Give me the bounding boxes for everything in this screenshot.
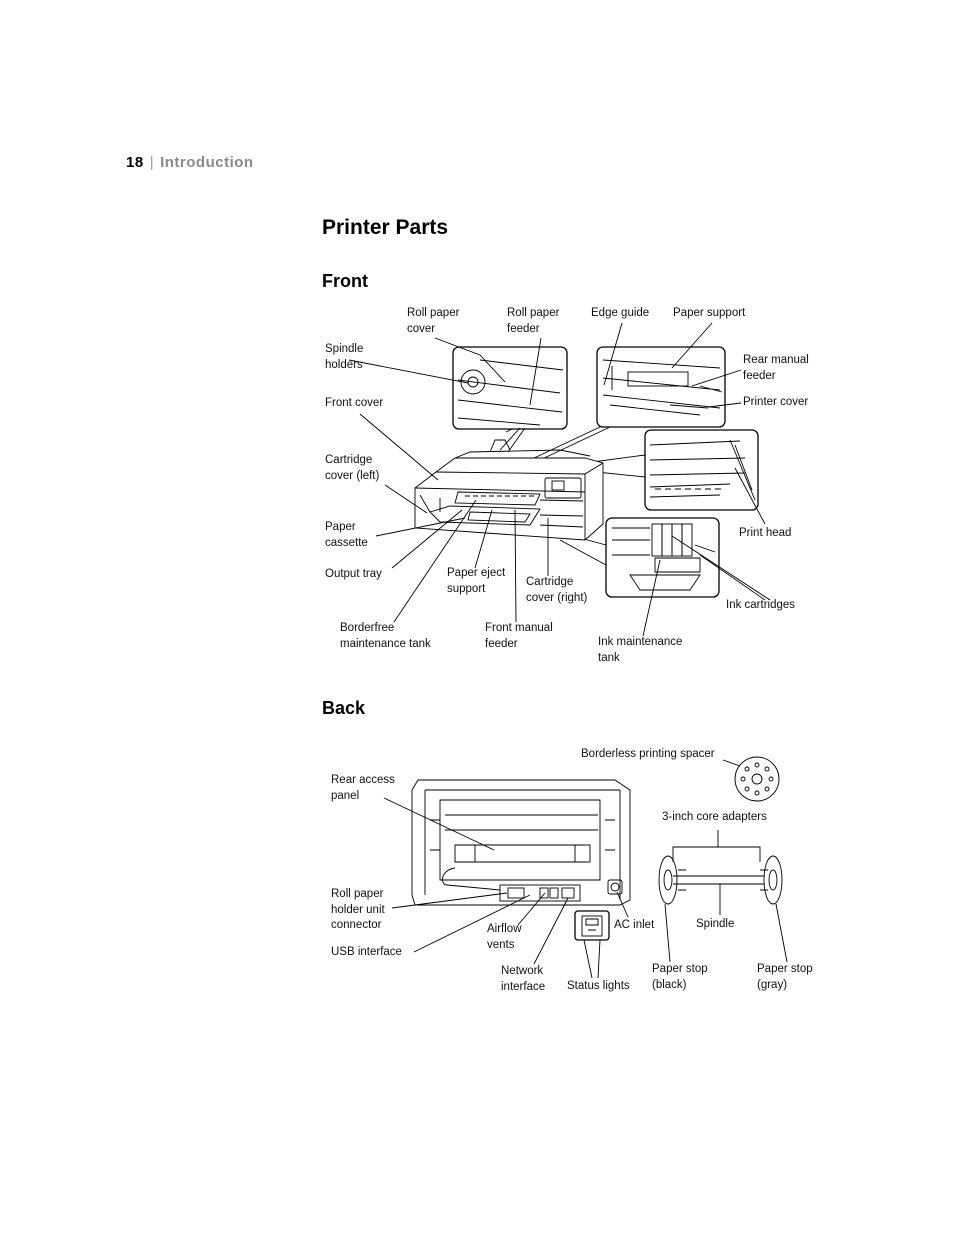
- label-core-adapters: 3-inch core adapters: [662, 811, 767, 823]
- status-lights-detail-box: [574, 910, 610, 941]
- leader-ink-cartridges-2: [671, 535, 771, 601]
- label-status-lights: Status lights: [567, 980, 630, 992]
- leader-front-cover: [359, 413, 439, 481]
- label-paper-stop-black: Paper stop(black): [652, 963, 708, 991]
- spindle-shape: [658, 855, 783, 905]
- leader-paper-cassette: [375, 517, 466, 537]
- leader-borderless-spacer: [722, 759, 741, 767]
- label-paper-support: Paper support: [673, 307, 746, 319]
- leader-front-manual-feeder: [514, 509, 517, 623]
- leader-roll-paper-connector: [391, 892, 508, 909]
- label-front-cover: Front cover: [325, 397, 384, 409]
- leader-rear-manual-feeder: [691, 369, 742, 387]
- leader-roll-paper-cover: [434, 337, 506, 383]
- page-title: Printer Parts: [322, 216, 449, 239]
- ink-cartridges-detail-box: [605, 517, 720, 598]
- page-number: 18: [126, 154, 144, 171]
- front-heading: Front: [322, 271, 368, 291]
- leader-printer-cover: [707, 402, 742, 408]
- leader-ink-cartridges-1: [699, 554, 766, 601]
- label-spindle: Spindle: [696, 918, 735, 930]
- leader-spindle-holders: [348, 359, 469, 384]
- leader-borderfree-tank: [393, 499, 477, 623]
- label-ink-cartridges: Ink cartridges: [726, 599, 796, 611]
- leader-network-interface: [533, 897, 569, 965]
- leader-rear-access-panel: [383, 797, 495, 851]
- leader-ac-inlet: [616, 891, 629, 918]
- label-printer-cover: Printer cover: [743, 396, 809, 408]
- borderless-spacer-shape: [734, 756, 780, 802]
- paper-support-detail-box: [596, 346, 726, 428]
- leader-status-lights: [583, 939, 601, 979]
- bracket-core-adapters: [672, 830, 761, 862]
- label-output-tray: Output tray: [325, 568, 382, 580]
- front-printer-illustration: [414, 439, 604, 541]
- leader-paper-eject-support: [474, 509, 493, 569]
- leader-output-tray: [391, 509, 463, 569]
- label-usb-interface: USB interface: [331, 946, 402, 958]
- leader-edge-guide: [603, 322, 623, 386]
- leader-paper-stop-gray: [775, 903, 788, 963]
- leader-paper-support: [671, 322, 713, 369]
- leader-roll-paper-feeder: [529, 337, 542, 406]
- leader-paper-stop-black: [664, 903, 671, 963]
- running-header: 18 | Introduction: [126, 154, 254, 171]
- leader-cartridge-cover-left: [384, 484, 428, 514]
- leader-print-head: [734, 467, 766, 525]
- roll-paper-detail-box: [452, 346, 568, 430]
- leader-usb-interface: [413, 894, 531, 953]
- label-borderless-printing-spacer: Borderless printing spacer: [581, 748, 715, 760]
- control-panel-shape: [544, 477, 582, 499]
- back-heading: Back: [322, 698, 366, 718]
- label-edge-guide: Edge guide: [591, 307, 650, 319]
- back-printer-illustration: [411, 779, 631, 906]
- label-paper-stop-gray: Paper stop(gray): [757, 963, 813, 991]
- leader-ink-maintenance-tank: [642, 559, 661, 637]
- leader-airflow-vents: [517, 892, 546, 926]
- header-separator: |: [149, 154, 155, 171]
- label-print-head: Print head: [739, 527, 792, 539]
- print-head-detail-box: [644, 429, 759, 511]
- section-name: Introduction: [160, 154, 254, 171]
- label-ac-inlet: AC inlet: [614, 919, 655, 931]
